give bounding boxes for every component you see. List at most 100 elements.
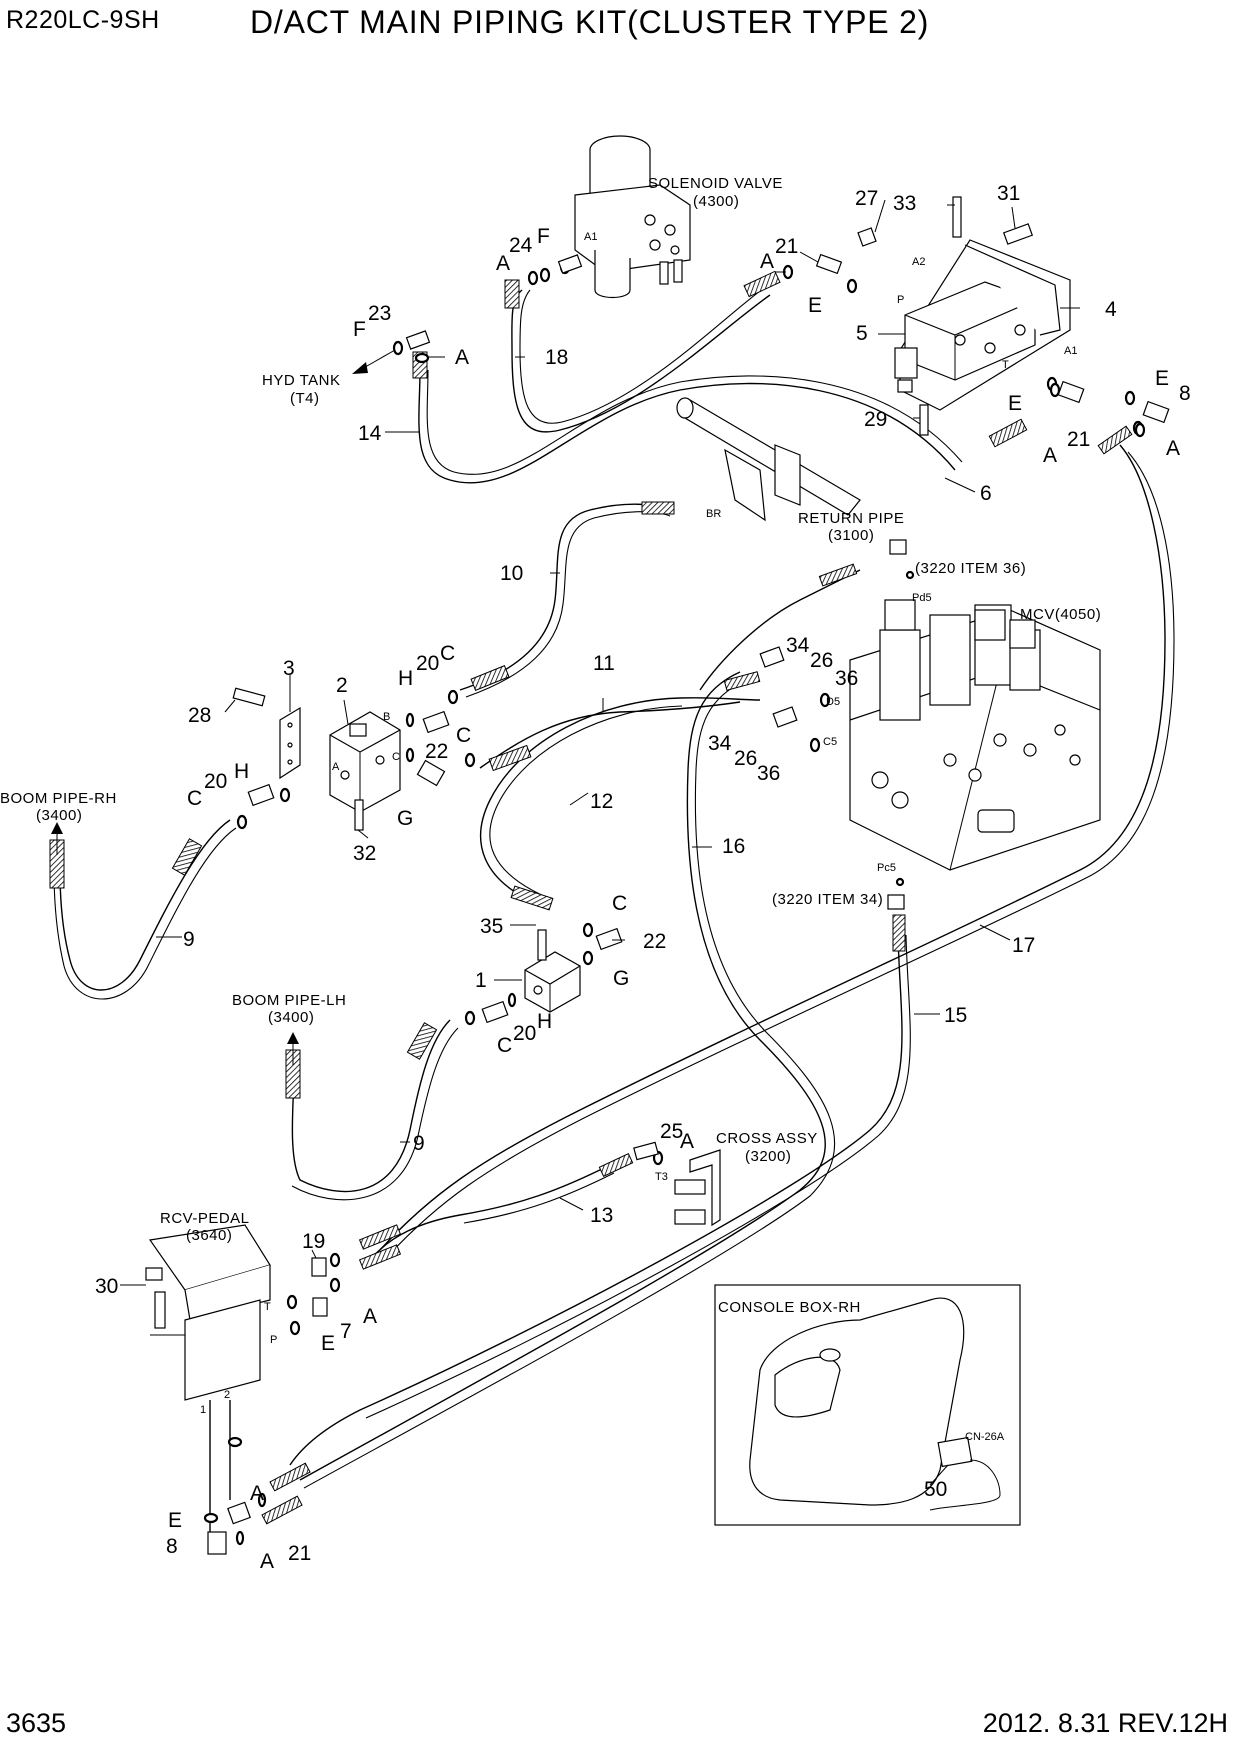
callout-a: A bbox=[1166, 437, 1180, 460]
callouts: 27 33 31 A 21 E 4 5 A 24 F 23 F A 18 14 … bbox=[95, 182, 1191, 1573]
callout-f: F bbox=[537, 225, 550, 248]
callout-19: 19 bbox=[302, 1230, 325, 1253]
port-t-pedal: T bbox=[264, 1301, 271, 1313]
caption-item-36: (3220 ITEM 36) bbox=[915, 560, 1026, 577]
callout-36: 36 bbox=[757, 762, 780, 785]
callout-28: 28 bbox=[188, 704, 211, 727]
port-p-pedal: P bbox=[270, 1334, 277, 1346]
callout-c: C bbox=[612, 892, 627, 915]
callout-29: 29 bbox=[864, 408, 887, 431]
port-labels: A1 A2 P T A1 BR Pd5 D5 C5 Pc5 B A C T3 T… bbox=[200, 231, 1077, 1416]
caption-rcv-pedal: RCV-PEDAL bbox=[160, 1210, 250, 1227]
callout-a: A bbox=[363, 1305, 377, 1328]
caption-rcv-pedal-num: (3640) bbox=[186, 1227, 232, 1244]
callout-21: 21 bbox=[288, 1542, 311, 1565]
port-a: A bbox=[332, 761, 340, 773]
callout-c: C bbox=[187, 787, 202, 810]
port-pd5: Pd5 bbox=[912, 592, 932, 604]
callout-24: 24 bbox=[509, 234, 533, 257]
console-box-rh bbox=[714, 1284, 1021, 1526]
callout-4: 4 bbox=[1105, 298, 1117, 321]
hose-17 bbox=[379, 444, 1166, 1251]
hose-12 bbox=[479, 697, 761, 906]
callout-3: 3 bbox=[283, 657, 295, 680]
callout-8: 8 bbox=[166, 1535, 178, 1558]
caption-cross-assy-num: (3200) bbox=[745, 1148, 791, 1165]
port-p: P bbox=[897, 294, 904, 306]
port-br: BR bbox=[706, 508, 721, 520]
caption-return-pipe: RETURN PIPE bbox=[798, 510, 904, 527]
caption-boom-pipe-rh-num: (3400) bbox=[36, 807, 82, 824]
valve-block-5 bbox=[894, 239, 1071, 411]
caption-return-pipe-num: (3100) bbox=[828, 527, 874, 544]
callout-6: 6 bbox=[980, 482, 992, 505]
caption-solenoid-valve-num: (4300) bbox=[693, 193, 739, 210]
boom-pipe-arrows bbox=[51, 822, 299, 1065]
port-b: B bbox=[383, 711, 390, 723]
callout-a: A bbox=[680, 1130, 694, 1153]
caption-item-34: (3220 ITEM 34) bbox=[772, 891, 883, 908]
port-a1: A1 bbox=[584, 231, 597, 243]
caption-boom-pipe-rh: BOOM PIPE-RH bbox=[0, 790, 117, 807]
callout-26: 26 bbox=[734, 747, 757, 770]
callout-h: H bbox=[398, 667, 413, 690]
caption-hyd-tank-num: (T4) bbox=[290, 390, 320, 407]
callout-50: 50 bbox=[924, 1478, 947, 1501]
callout-7: 7 bbox=[340, 1320, 352, 1343]
caption-solenoid-valve: SOLENOID VALVE bbox=[648, 175, 783, 192]
callout-20: 20 bbox=[416, 652, 439, 675]
callout-h: H bbox=[234, 760, 249, 783]
port-c5: C5 bbox=[823, 736, 837, 748]
hose-13 bbox=[369, 1164, 611, 1261]
callout-c: C bbox=[456, 724, 471, 747]
model-number: R220LC-9SH bbox=[6, 6, 160, 34]
hose-10 bbox=[459, 503, 671, 691]
callout-17: 17 bbox=[1012, 934, 1035, 957]
caption-boom-pipe-lh-num: (3400) bbox=[268, 1009, 314, 1026]
callout-a: A bbox=[260, 1550, 274, 1573]
callout-14: 14 bbox=[358, 422, 382, 445]
page-number: 3635 bbox=[6, 1708, 67, 1738]
callout-16: 16 bbox=[722, 835, 745, 858]
hose-14 bbox=[418, 369, 956, 484]
small-fittings bbox=[145, 196, 1170, 1555]
rcv-pedal-3640 bbox=[148, 1224, 271, 1401]
callout-e: E bbox=[1008, 392, 1022, 415]
port-1: 1 bbox=[200, 1404, 206, 1416]
caption-connector: CN-26A bbox=[965, 1431, 1005, 1443]
hoses bbox=[53, 287, 1175, 1540]
callout-15: 15 bbox=[944, 1004, 967, 1027]
port-c: C bbox=[392, 751, 400, 763]
callout-32: 32 bbox=[353, 842, 376, 865]
callout-33: 33 bbox=[893, 192, 916, 215]
port-t3: T3 bbox=[655, 1171, 668, 1183]
cross-assy-3200 bbox=[674, 1149, 721, 1227]
callout-e: E bbox=[168, 1509, 182, 1532]
callout-a: A bbox=[455, 346, 469, 369]
callout-e: E bbox=[1155, 367, 1169, 390]
port-pc5: Pc5 bbox=[877, 862, 896, 874]
port-a2: A2 bbox=[912, 256, 925, 268]
callout-2: 2 bbox=[336, 674, 348, 697]
callout-g: G bbox=[613, 967, 629, 990]
hose-9-lh bbox=[291, 1019, 451, 1193]
block-2 bbox=[279, 706, 401, 813]
callout-27: 27 bbox=[855, 187, 878, 210]
callout-1: 1 bbox=[475, 969, 487, 992]
callout-18: 18 bbox=[545, 346, 568, 369]
callout-a: A bbox=[250, 1482, 264, 1505]
callout-36: 36 bbox=[835, 667, 858, 690]
callout-25: 25 bbox=[660, 1120, 683, 1143]
callout-13: 13 bbox=[590, 1204, 613, 1227]
leader-lines bbox=[120, 199, 1080, 1486]
hose-16 bbox=[299, 671, 826, 1481]
return-pipe-3100 bbox=[676, 397, 861, 522]
callout-10: 10 bbox=[500, 562, 523, 585]
callout-11: 11 bbox=[593, 652, 615, 675]
callout-22: 22 bbox=[425, 740, 448, 763]
callout-23: 23 bbox=[368, 302, 391, 325]
callout-35: 35 bbox=[480, 915, 503, 938]
callout-e: E bbox=[808, 294, 822, 317]
captions: SOLENOID VALVE (4300) HYD TANK (T4) RETU… bbox=[0, 175, 1101, 1443]
callout-e: E bbox=[321, 1332, 335, 1355]
